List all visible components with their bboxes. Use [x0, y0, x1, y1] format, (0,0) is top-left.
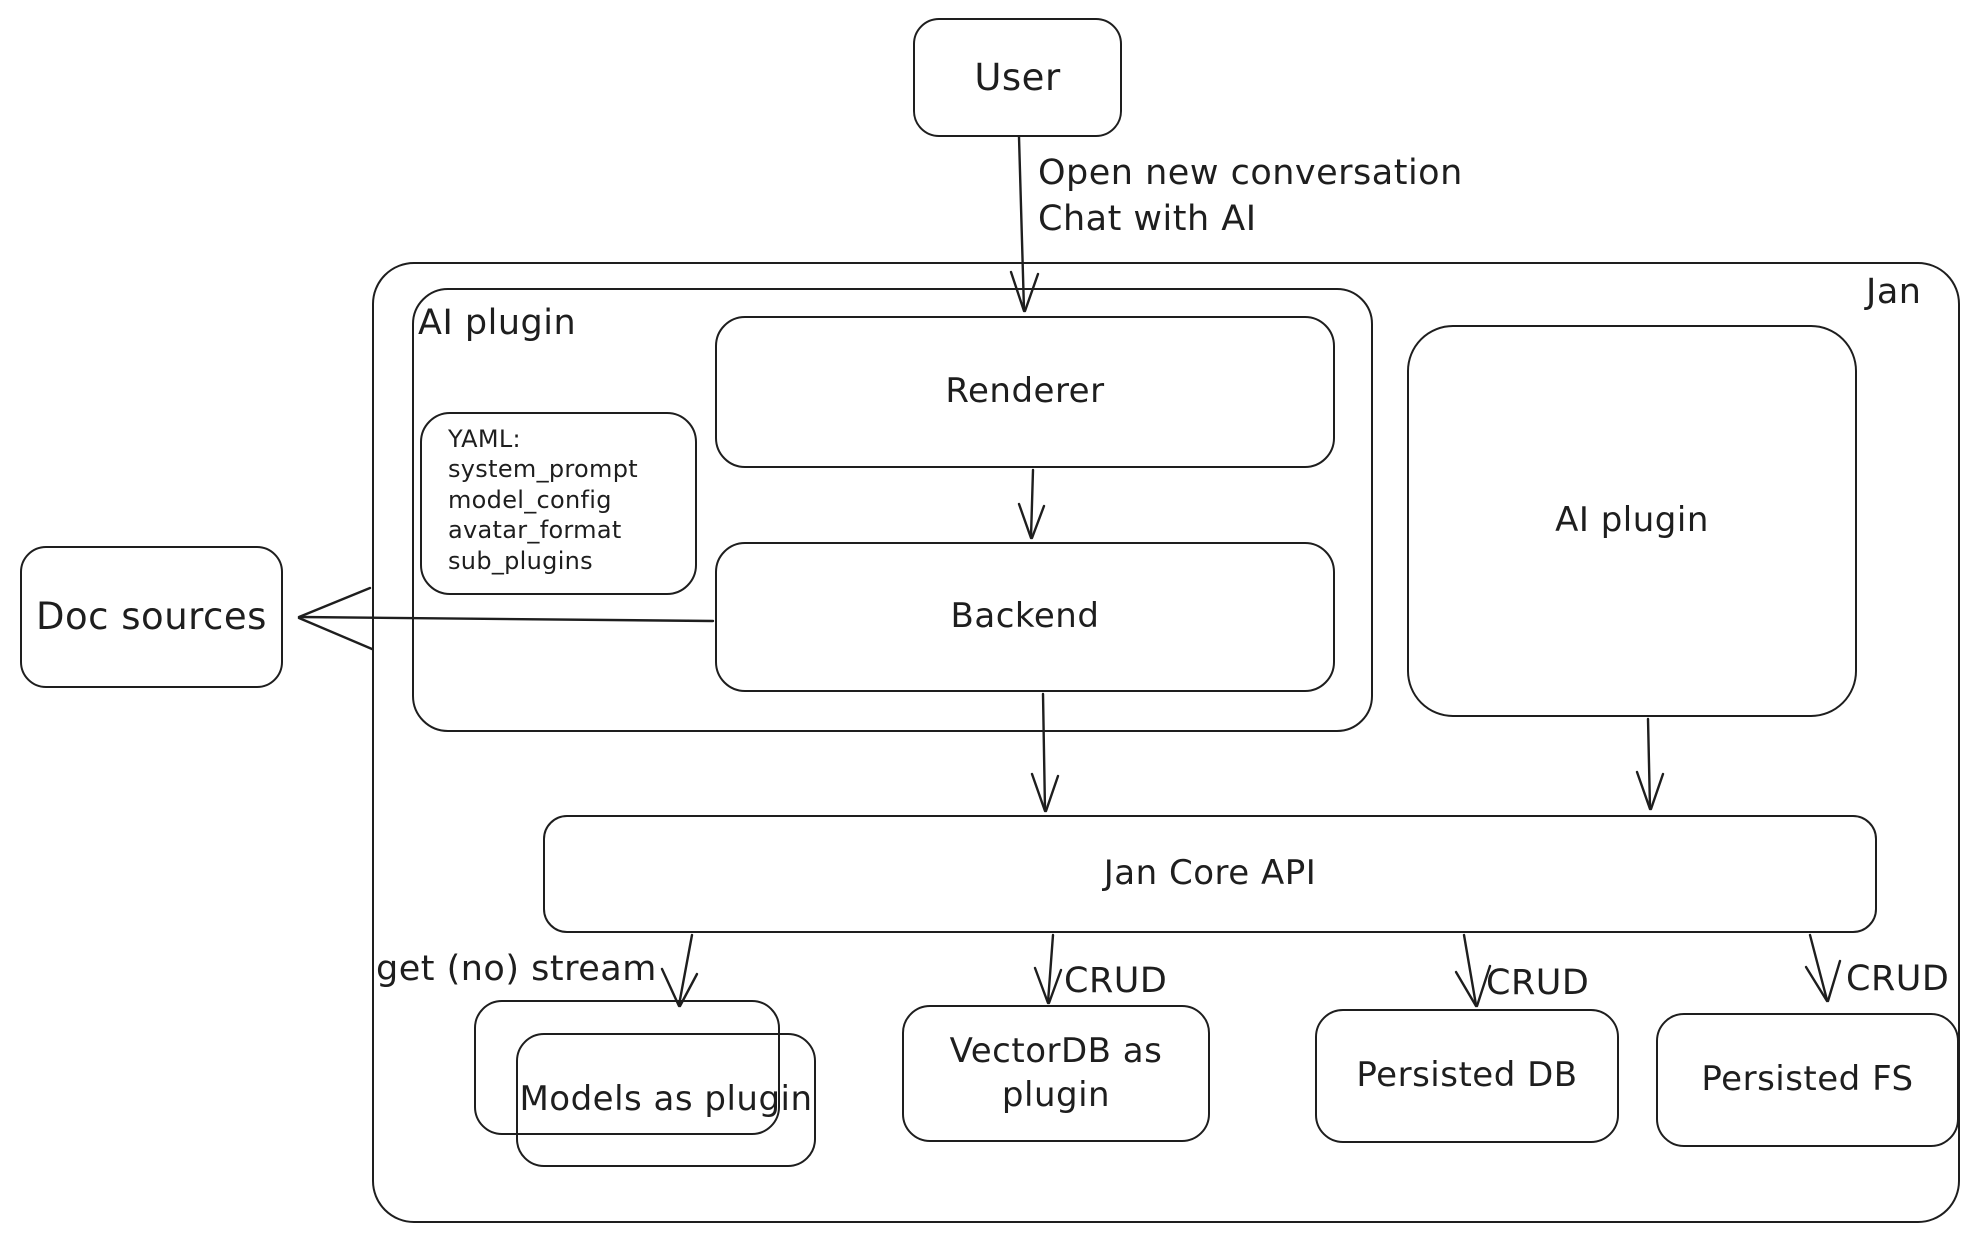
node-backend: Backend: [715, 542, 1335, 692]
jan-container-label: Jan: [1866, 272, 1922, 312]
yaml-note-line: YAML:: [448, 425, 521, 453]
node-persisted-db: Persisted DB: [1315, 1009, 1619, 1143]
node-persisted-fs: Persisted FS: [1656, 1013, 1959, 1147]
yaml-note: YAML: system_prompt model_config avatar_…: [420, 412, 697, 595]
edge-label-get-no-stream: get (no) stream: [376, 949, 657, 989]
node-renderer: Renderer: [715, 316, 1335, 468]
node-vectordb-as-plugin: VectorDB as plugin: [902, 1005, 1210, 1142]
yaml-note-line: system_prompt: [448, 455, 638, 484]
jan-container: [372, 262, 1960, 1223]
node-models-as-plugin: Models as plugin: [516, 1033, 816, 1167]
ai-plugin-left-label: AI plugin: [418, 303, 577, 343]
node-jan-core-api: Jan Core API: [543, 815, 1877, 933]
yaml-note-line: model_config: [448, 485, 612, 514]
edge-label-crud-persisted-db: CRUD: [1486, 963, 1590, 1003]
edge-label-user-to-jan: Open new conversation Chat with AI: [1038, 153, 1463, 240]
yaml-note-line: sub_plugins: [448, 546, 593, 575]
edge-label-crud-persisted-fs: CRUD: [1846, 959, 1950, 999]
node-doc-sources: Doc sources: [20, 546, 283, 688]
edge-label-crud-vectordb: CRUD: [1064, 961, 1168, 1001]
node-ai-plugin-right: AI plugin: [1407, 325, 1857, 717]
ai-plugin-left-container: [412, 288, 1373, 732]
node-user: User: [913, 18, 1122, 137]
node-models-as-plugin-backdrop: [474, 1000, 780, 1135]
yaml-note-line: avatar_format: [448, 516, 622, 545]
